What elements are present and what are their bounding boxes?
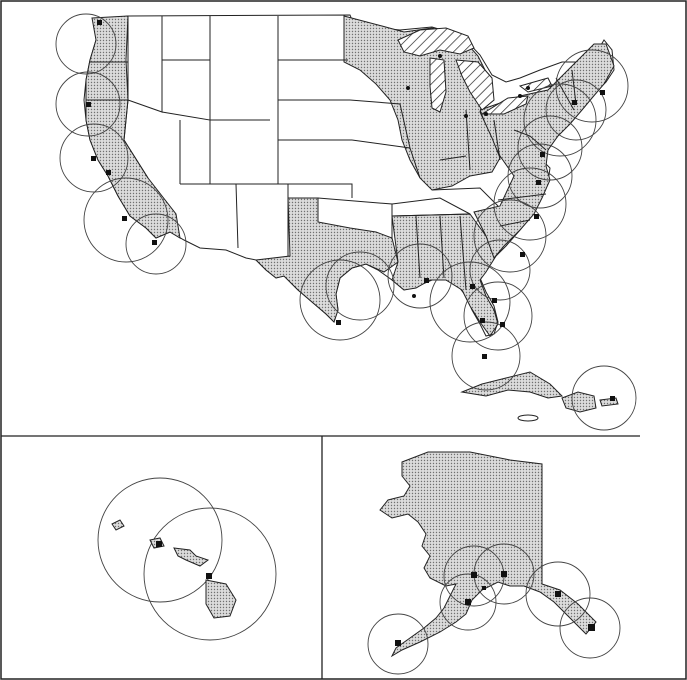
kauai: [111, 519, 125, 531]
alaska-station-6: [395, 640, 401, 646]
atlantic-states: [473, 43, 615, 259]
hispaniola: [561, 391, 597, 413]
alaska-station-1: [471, 572, 477, 578]
hawaii-station-maui: [206, 573, 212, 579]
hawaii-range-oahu: [97, 477, 223, 603]
hawaii-range-big-island: [143, 507, 277, 641]
hawaii-panel: [97, 477, 277, 641]
texas: [254, 197, 399, 323]
cuba: [460, 371, 564, 399]
us-stations: [86, 20, 615, 401]
hawaii-station-oahu: [156, 541, 162, 547]
lake-superior: [397, 27, 475, 57]
big-island: [205, 579, 237, 619]
washington-oregon: [85, 15, 129, 101]
alaska-range-3: [439, 573, 497, 631]
alaska-station-3: [465, 599, 471, 605]
alaska: [379, 451, 597, 658]
molokai-maui: [173, 547, 210, 567]
alaska-range-4: [525, 561, 591, 627]
state-boundaries: [90, 16, 577, 291]
alaska-range-6: [367, 613, 429, 675]
lake-erie-ontario: [480, 77, 553, 115]
small-island: [517, 414, 539, 422]
alaska-station-2: [501, 571, 507, 577]
alaska-station-7: [482, 586, 486, 590]
lake-michigan-huron: [429, 57, 495, 113]
us-coverage-ranges: [55, 13, 637, 431]
gulf-states: [391, 213, 499, 337]
alaska-station-5: [588, 624, 595, 631]
contiguous-us-panel: [55, 13, 637, 431]
puerto-rico: [599, 397, 619, 407]
alaska-station-4: [555, 591, 561, 597]
alaska-range-5: [559, 597, 621, 659]
alaska-panel: [367, 451, 621, 675]
